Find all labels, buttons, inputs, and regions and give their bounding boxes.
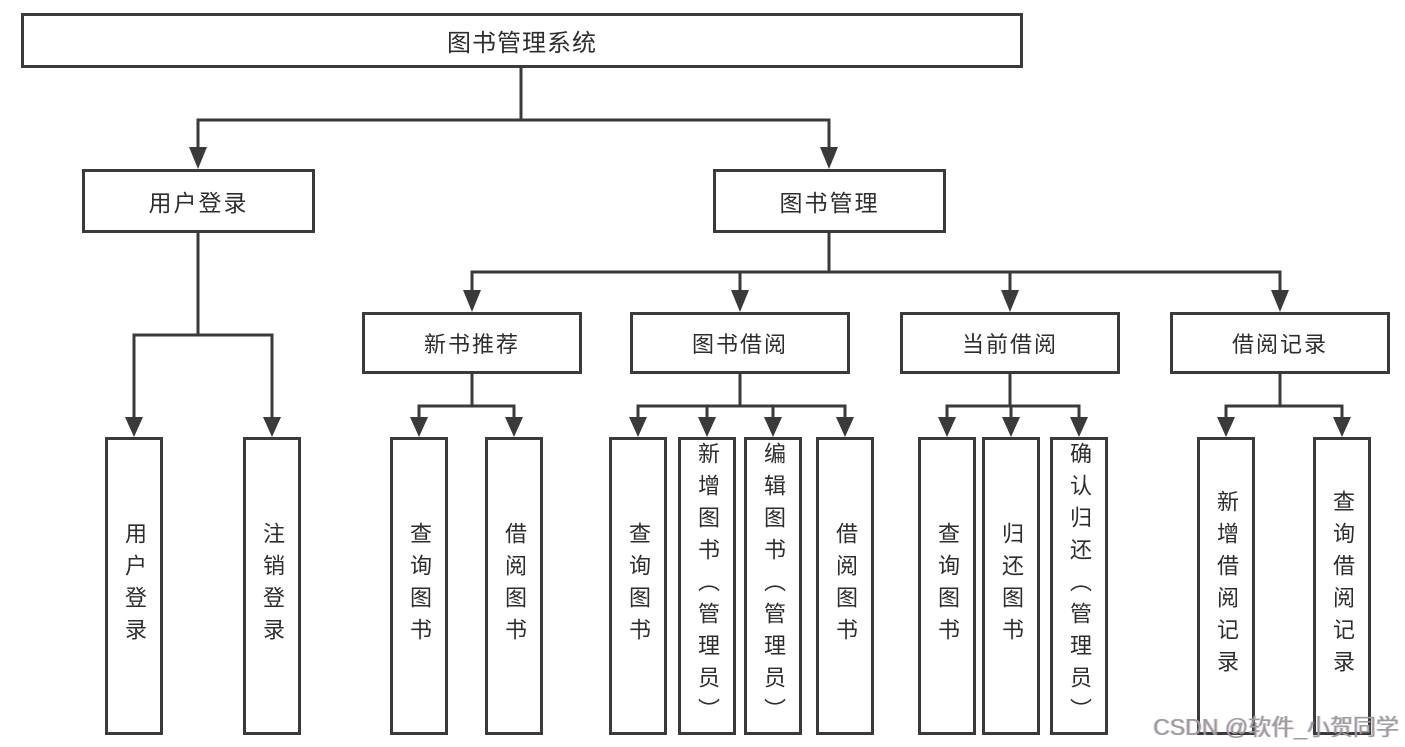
node-add-books-admin: 新增图书（管理员） bbox=[678, 437, 736, 735]
node-user-login: 用户登录 bbox=[82, 169, 315, 233]
node-label: 查询图书 bbox=[626, 522, 651, 650]
connector-book-management-children bbox=[463, 233, 1289, 312]
node-library-system: 图书管理系统 bbox=[21, 13, 1023, 68]
node-label: 归还图书 bbox=[999, 522, 1024, 650]
node-book-borrow: 图书借阅 bbox=[630, 312, 850, 374]
csdn-watermark: CSDN @软件_小贺同学 bbox=[1153, 714, 1399, 740]
connector-current-borrow-children bbox=[938, 374, 1088, 437]
node-query-books-borrow: 查询图书 bbox=[609, 437, 667, 735]
node-label: 查询借阅记录 bbox=[1330, 490, 1355, 682]
node-label: 确认归还（管理员） bbox=[1067, 442, 1092, 730]
node-label: 用户登录 bbox=[122, 522, 147, 650]
connector-borrow-records-children bbox=[1217, 374, 1351, 437]
node-label: 借阅图书 bbox=[833, 522, 858, 650]
node-query-borrow-record: 查询借阅记录 bbox=[1313, 437, 1371, 735]
node-borrow-records: 借阅记录 bbox=[1170, 312, 1390, 374]
connector-book-borrow-children bbox=[629, 374, 854, 437]
node-add-borrow-record: 新增借阅记录 bbox=[1197, 437, 1255, 735]
connector-root-to-level2 bbox=[189, 68, 838, 169]
node-user-login-action: 用户登录 bbox=[105, 437, 163, 735]
node-label: 查询图书 bbox=[935, 522, 960, 650]
node-book-management: 图书管理 bbox=[713, 169, 946, 233]
node-new-book-recommend: 新书推荐 bbox=[362, 312, 582, 374]
node-label: 新增借阅记录 bbox=[1214, 490, 1239, 682]
connector-new-book-children bbox=[410, 374, 523, 437]
node-query-books-recommend: 查询图书 bbox=[390, 437, 448, 735]
node-label: 新增图书（管理员） bbox=[695, 442, 720, 730]
node-label: 查询图书 bbox=[407, 522, 432, 650]
node-current-borrow: 当前借阅 bbox=[900, 312, 1120, 374]
node-borrow-books-action: 借阅图书 bbox=[816, 437, 874, 735]
node-label: 借阅图书 bbox=[502, 522, 527, 650]
node-edit-books-admin: 编辑图书（管理员） bbox=[744, 437, 802, 735]
node-confirm-return-admin: 确认归还（管理员） bbox=[1050, 437, 1108, 735]
connector-user-login-children bbox=[125, 233, 281, 437]
node-label: 注销登录 bbox=[260, 522, 285, 650]
node-borrow-books-recommend: 借阅图书 bbox=[485, 437, 543, 735]
node-query-books-current: 查询图书 bbox=[918, 437, 976, 735]
node-return-books: 归还图书 bbox=[982, 437, 1040, 735]
node-logout-action: 注销登录 bbox=[243, 437, 301, 735]
node-label: 编辑图书（管理员） bbox=[761, 442, 786, 730]
